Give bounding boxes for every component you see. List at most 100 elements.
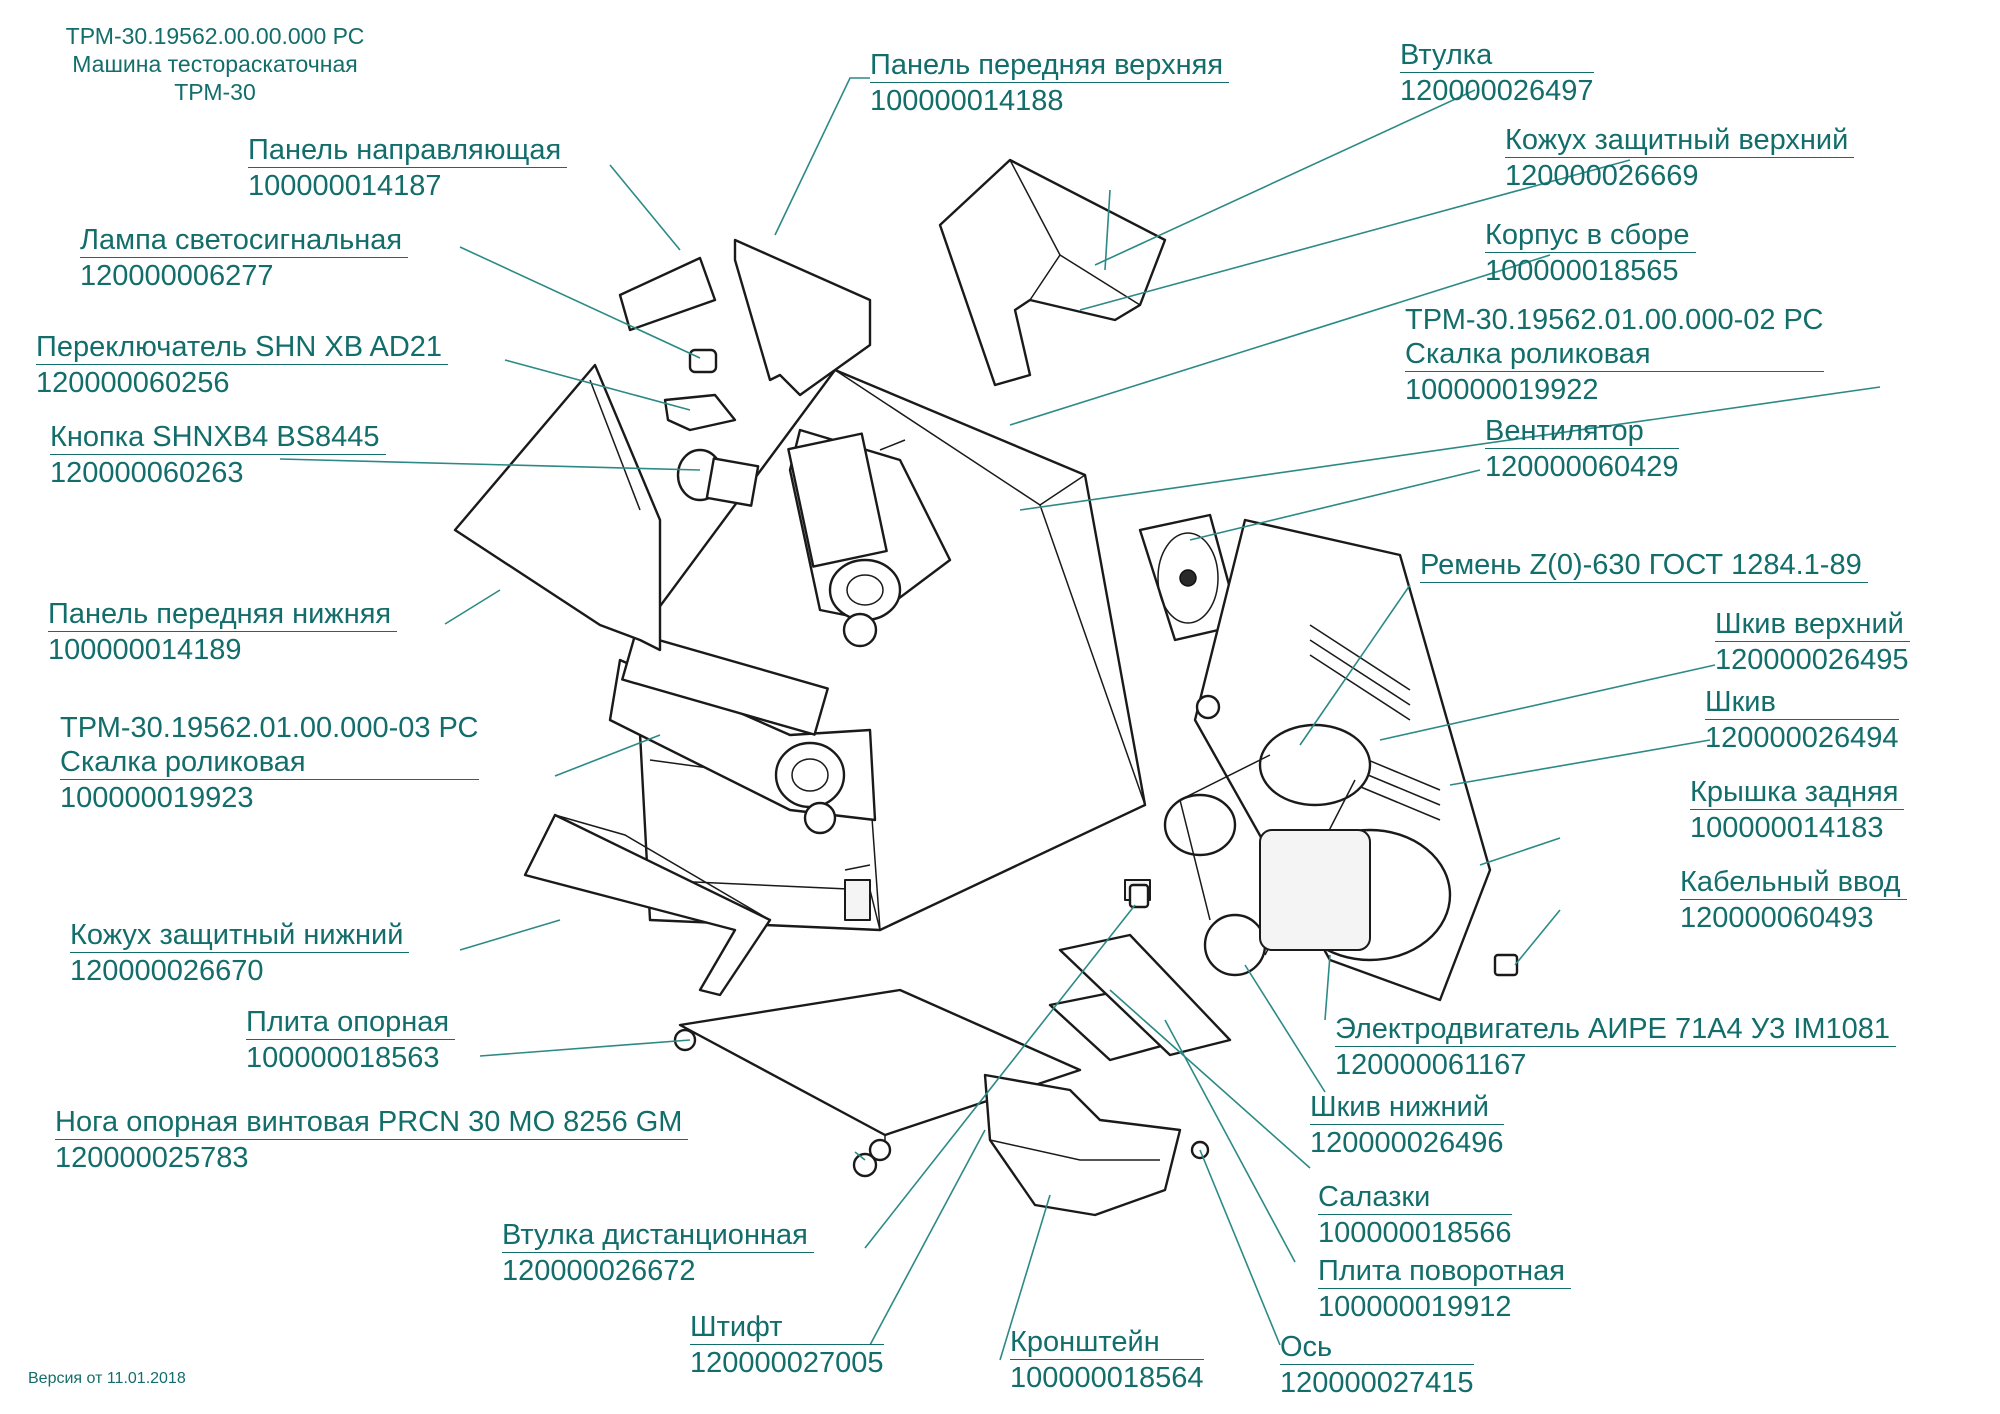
callout-part-number: 100000018565	[1485, 255, 1679, 287]
callout-part-number: 120000026494	[1705, 722, 1899, 754]
upper-guard	[938, 158, 1167, 387]
callout-name: Кнопка SHNXB4 BS8445	[50, 420, 386, 455]
callout-housing: Корпус в сборе 100000018565	[1485, 218, 1696, 288]
callout-lower-guard: Кожух защитный нижний 120000026670	[70, 918, 410, 988]
callout-part-number: 120000026669	[1505, 160, 1699, 192]
callout-name: Вентилятор	[1485, 414, 1679, 449]
callout-pulley: Шкив 120000026494	[1705, 685, 1899, 755]
callout-part-number: 100000019912	[1318, 1291, 1512, 1323]
callout-name: Плита поворотная	[1318, 1254, 1571, 1289]
bushing	[1195, 694, 1221, 720]
bracket	[983, 1073, 1182, 1217]
foot	[852, 1152, 878, 1178]
callout-base-plate: Плита опорная 100000018563	[246, 1005, 456, 1075]
callout-part-number: 100000019922	[1405, 374, 1599, 406]
callout-guide-panel: Панель направляющая 100000014187	[248, 133, 568, 203]
callout-name: Шкив верхний	[1715, 607, 1910, 642]
callout-upper-pulley: Шкив верхний 120000026495	[1715, 607, 1910, 677]
front-upper-panel	[733, 238, 872, 397]
motor	[1259, 828, 1452, 962]
callout-part-number: 120000060493	[1680, 902, 1874, 934]
title-line-1: ТРМ-30.19562.00.00.000 РС	[65, 23, 365, 49]
callout-name: Кабельный ввод	[1680, 865, 1907, 900]
title-line-3: ТРМ-30	[174, 79, 256, 105]
lower-roller-assembly	[608, 632, 877, 835]
callout-name: Лампа светосигнальная	[80, 223, 409, 258]
callout-part-number: 100000014183	[1690, 812, 1884, 844]
callout-part-number: 120000060256	[36, 367, 230, 399]
callout-part-number: 120000026495	[1715, 644, 1909, 676]
callout-spec: ТРМ-30.19562.01.00.000-03 РС	[60, 712, 479, 744]
callout-name: Переключатель SHN XB AD21	[36, 330, 449, 365]
callout-spec: ТРМ-30.19562.01.00.000-02 РС	[1405, 304, 1824, 336]
callout-name: Салазки	[1318, 1180, 1512, 1215]
callout-upper-guard: Кожух защитный верхний 120000026669	[1505, 123, 1855, 193]
callout-name: Шкив нижний	[1310, 1090, 1504, 1125]
callout-name: Втулка дистанционная	[502, 1218, 814, 1253]
callout-signal-lamp: Лампа светосигнальная 120000006277	[80, 223, 409, 293]
callout-part-number: 120000027005	[690, 1347, 884, 1379]
callout-part-number: 120000061167	[1335, 1049, 1527, 1081]
callout-part-number: 100000014189	[48, 634, 242, 666]
callout-part-number: 120000026670	[70, 955, 264, 987]
callout-slides: Салазки 100000018566	[1318, 1180, 1512, 1250]
callout-name: Ось	[1280, 1330, 1474, 1365]
callout-part-number: 100000019923	[60, 782, 254, 814]
callout-fan: Вентилятор 120000060429	[1485, 414, 1679, 484]
callout-name: Ремень Z(0)-630 ГОСТ 1284.1-89	[1420, 548, 1868, 583]
callout-name: Панель передняя верхняя	[870, 48, 1230, 83]
callout-part-number: 120000027415	[1280, 1367, 1474, 1399]
callout-name: Втулка	[1400, 38, 1594, 73]
callout-name: Кожух защитный нижний	[70, 918, 410, 953]
title-line-2: Машина тестораскаточная	[72, 51, 358, 77]
callout-bracket: Кронштейн 100000018564	[1010, 1325, 1204, 1395]
callout-part-number: 100000018566	[1318, 1217, 1512, 1249]
callout-name: Шкив	[1705, 685, 1899, 720]
callout-part-number: 120000060429	[1485, 451, 1679, 483]
callout-name: Корпус в сборе	[1485, 218, 1696, 253]
callout-name: Плита опорная	[246, 1005, 456, 1040]
front-lower-panel	[453, 363, 662, 652]
callout-cable-gland: Кабельный ввод 120000060493	[1680, 865, 1907, 935]
callout-part-number: 120000026497	[1400, 75, 1594, 107]
callout-part-number: 120000006277	[80, 260, 274, 292]
callout-lower-roller: ТРМ-30.19562.01.00.000-03 РС Скалка роли…	[60, 710, 479, 815]
callout-name: Штифт	[690, 1310, 884, 1345]
callout-upper-roller: ТРМ-30.19562.01.00.000-02 РС Скалка роли…	[1405, 302, 1824, 407]
callout-name: Панель направляющая	[248, 133, 568, 168]
callout-button: Кнопка SHNXB4 BS8445 120000060263	[50, 420, 386, 490]
button	[676, 448, 760, 507]
callout-lower-pulley: Шкив нижний 120000026496	[1310, 1090, 1504, 1160]
base-plate	[678, 988, 1082, 1137]
callout-screw-foot: Нога опорная винтовая PRCN 30 MO 8256 GM…	[55, 1105, 689, 1175]
callout-part-number: 120000026496	[1310, 1127, 1504, 1159]
callout-name: Скалка роликовая	[1405, 337, 1824, 372]
leader-lines	[279, 77, 1881, 1361]
callout-name: Кронштейн	[1010, 1325, 1204, 1360]
callout-switch: Переключатель SHN XB AD21 120000060256	[36, 330, 449, 400]
callout-name: Скалка роликовая	[60, 745, 479, 780]
callout-sleeve: Втулка 120000026497	[1400, 38, 1594, 108]
callout-name: Электродвигатель АИРЕ 71А4 У3 IM1081	[1335, 1012, 1897, 1047]
callout-part-number: 100000018564	[1010, 1362, 1204, 1394]
guide-panel	[618, 256, 717, 332]
callout-part-number: 100000014188	[870, 85, 1064, 117]
callout-motor: Электродвигатель АИРЕ 71А4 У3 IM1081 120…	[1335, 1012, 1897, 1082]
callout-front-upper-panel: Панель передняя верхняя 100000014188	[870, 48, 1230, 118]
callout-spacer-bushing: Втулка дистанционная 120000026672	[502, 1218, 814, 1288]
callout-name: Панель передняя нижняя	[48, 597, 398, 632]
drawing-title-block: ТРМ-30.19562.00.00.000 РС Машина тестора…	[20, 22, 410, 106]
callout-rear-cover: Крышка задняя 100000014183	[1690, 775, 1905, 845]
switch	[663, 393, 737, 432]
callout-name: Крышка задняя	[1690, 775, 1905, 810]
callout-part-number: 120000060263	[50, 457, 244, 489]
callout-axle: Ось 120000027415	[1280, 1330, 1474, 1400]
signal-lamp	[688, 348, 718, 374]
callout-swivel-plate: Плита поворотная 100000019912	[1318, 1254, 1571, 1324]
callout-part-number: 100000018563	[246, 1042, 440, 1074]
spacer	[1128, 883, 1150, 909]
callout-pin: Штифт 120000027005	[690, 1310, 884, 1380]
callout-part-number: 120000026672	[502, 1255, 696, 1287]
